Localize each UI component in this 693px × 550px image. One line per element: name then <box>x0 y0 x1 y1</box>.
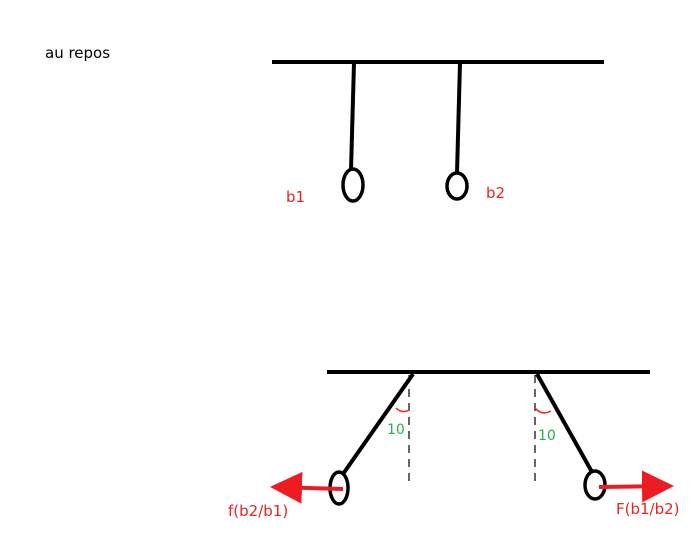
angle-arc-left <box>395 407 410 413</box>
ball-b2-rest <box>445 171 469 201</box>
force-label-left: f(b2/b1) <box>228 502 288 520</box>
angle-value-left: 10 <box>387 422 405 438</box>
string-b2-deflected <box>535 373 594 473</box>
ball-b1-rest <box>341 167 365 203</box>
angle-arc-right <box>534 407 552 414</box>
force-label-right: F(b1/b2) <box>616 500 680 518</box>
string-b1-deflected <box>341 372 415 476</box>
label-b1: b1 <box>286 188 305 206</box>
label-b2: b2 <box>486 184 505 202</box>
string-b1-rest <box>349 62 356 171</box>
force-arrow-right <box>598 470 674 503</box>
angle-value-right: 10 <box>538 428 556 444</box>
force-arrow-left <box>270 471 344 504</box>
caption-au-repos: au repos <box>45 44 110 62</box>
string-b2-rest <box>455 62 462 174</box>
